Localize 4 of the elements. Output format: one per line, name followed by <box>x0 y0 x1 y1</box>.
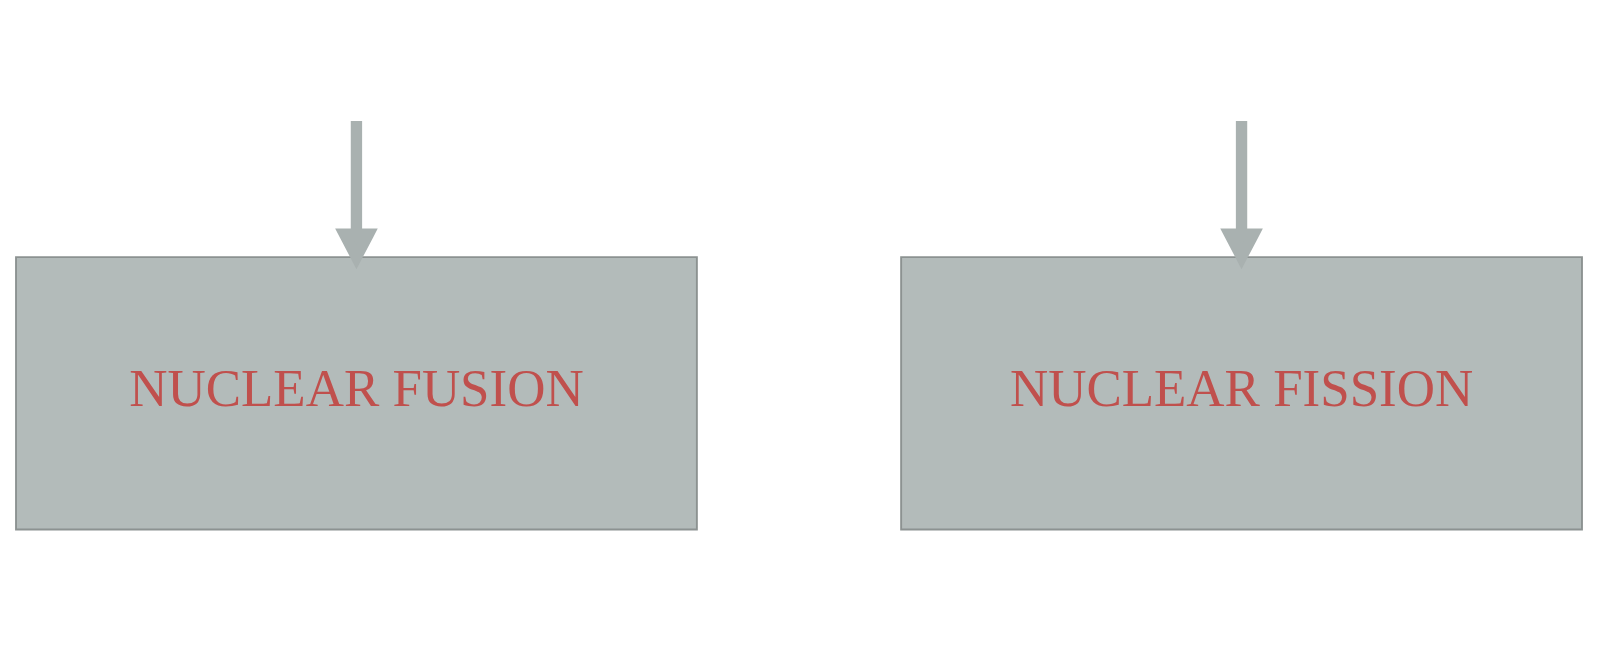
arrow <box>335 120 378 269</box>
node-box: NUCLEAR FISSION <box>900 255 1583 530</box>
arrow <box>1220 120 1263 269</box>
node-box: NUCLEAR FUSION <box>15 255 698 530</box>
